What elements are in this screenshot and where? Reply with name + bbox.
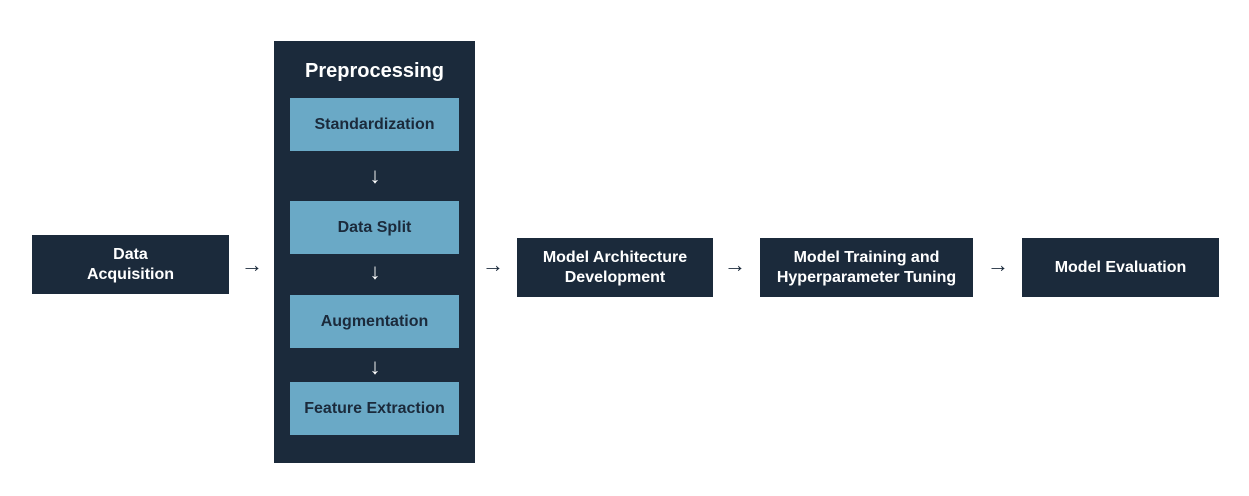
preprocessing-title: Preprocessing xyxy=(305,60,444,82)
arrow-right-icon: → xyxy=(987,252,1009,277)
arrow-right-icon: → xyxy=(241,252,263,277)
step-feature-extraction: Feature Extraction xyxy=(290,382,459,435)
step-augmentation: Augmentation xyxy=(290,295,459,348)
arrow-right-icon: → xyxy=(724,252,746,277)
step-standardization: Standardization xyxy=(290,98,459,151)
model-training-box: Model Training and Hyperparameter Tuning xyxy=(760,238,973,297)
model-architecture-box: Model Architecture Development xyxy=(517,238,713,297)
step-data-split: Data Split xyxy=(290,201,459,254)
arrow-right-icon: → xyxy=(482,252,504,277)
data-acquisition-box: Data Acquisition xyxy=(32,235,229,294)
preprocessing-panel: Preprocessing Standardization ↓ Data Spl… xyxy=(274,41,475,463)
model-evaluation-box: Model Evaluation xyxy=(1022,238,1219,297)
arrow-down-icon: ↓ xyxy=(369,163,381,188)
arrow-down-icon: ↓ xyxy=(369,354,381,379)
arrow-down-icon: ↓ xyxy=(369,259,381,284)
